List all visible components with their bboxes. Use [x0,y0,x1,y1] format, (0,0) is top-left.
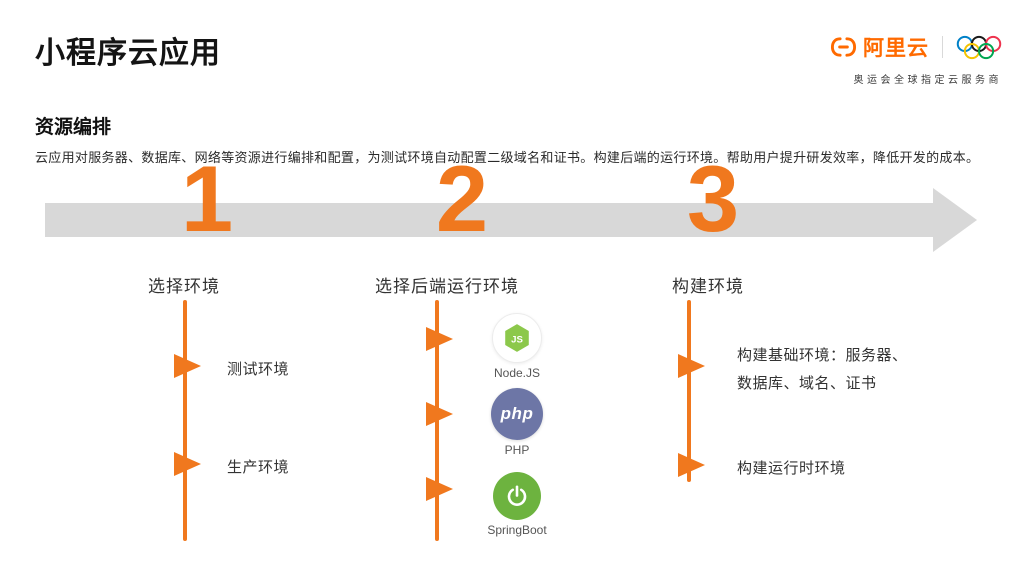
arrow-marker-icon [426,327,453,351]
arrow-marker-icon [426,477,453,501]
item-test-environment: 测试环境 [227,361,290,378]
alibaba-cloud-logo-icon [830,37,857,57]
arrow-marker-icon [678,354,705,378]
step-title-choose-backend-runtime: 选择后端运行环境 [375,277,519,296]
section-description: 云应用对服务器、数据库、网络等资源进行编排和配置，为测试环境自动配置二级域名和证… [35,150,980,165]
springboot-power-icon [493,472,541,520]
php-icon-text: php [500,404,534,423]
php-circle-icon: php [491,388,543,440]
item-build-runtime-environment: 构建运行时环境 [737,460,846,477]
arrow-marker-icon [174,354,201,378]
brand-logo-text: 阿里云 [863,37,929,60]
olympic-rings-icon [956,35,1002,59]
arrow-marker-icon [174,452,201,476]
nodejs-hexagon-icon: JS [492,313,542,363]
brand-divider [942,36,943,58]
section-heading: 资源编排 [35,117,112,138]
item-php-label: PHP [504,443,530,457]
step-title-choose-environment: 选择环境 [148,277,220,296]
nodejs-icon-text: JS [511,334,523,345]
timeline-arrow-bar [45,203,933,237]
item-nodejs-label: Node.JS [493,366,541,380]
step-3-timeline-line [687,300,691,482]
page-title: 小程序云应用 [35,37,221,70]
step-title-build-environment: 构建环境 [672,277,744,296]
step-number-3: 3 [686,146,740,251]
timeline-arrow-head-icon [933,188,977,252]
brand-area: 阿里云 奥运会全球指定云服务商 [830,32,1002,86]
step-number-2: 2 [435,146,489,251]
step-number-1: 1 [180,146,234,251]
arrow-marker-icon [426,402,453,426]
step-1-timeline-line [183,300,187,541]
arrow-marker-icon [678,453,705,477]
brand-tagline: 奥运会全球指定云服务商 [853,75,1002,86]
item-production-environment: 生产环境 [227,459,290,476]
brand-row: 阿里云 [830,32,1002,62]
item-build-base-environment: 构建基础环境：服务器、数据库、域名、证书 [737,347,908,392]
item-springboot-label: SpringBoot [487,523,547,537]
